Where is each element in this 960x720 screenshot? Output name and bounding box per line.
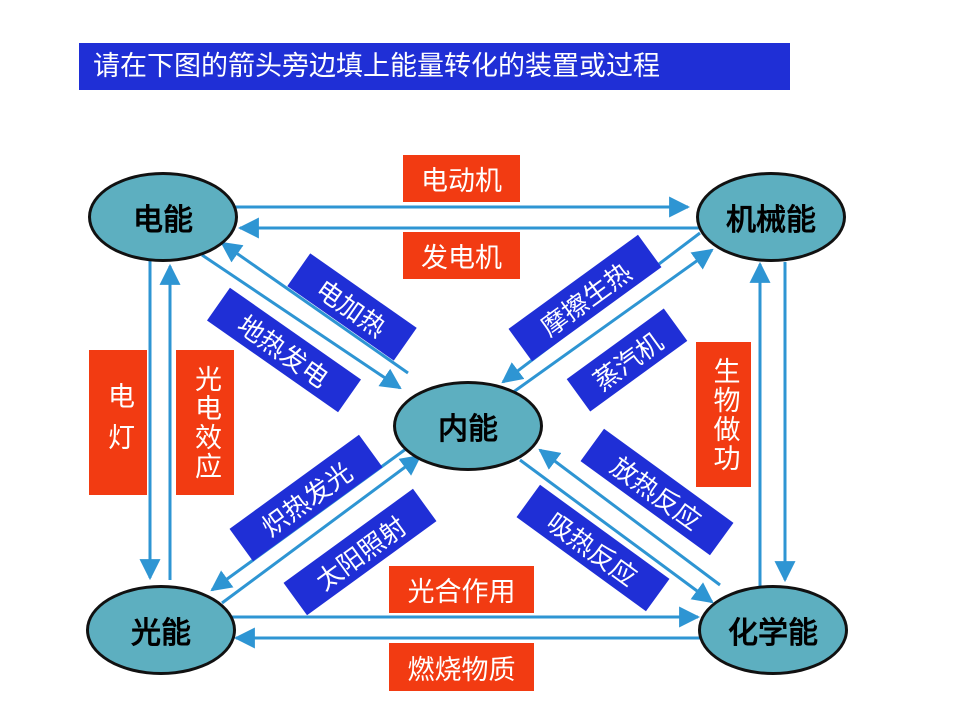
label-lamp-text: 电灯 bbox=[103, 381, 134, 464]
node-mechanical: 机械能 bbox=[696, 172, 846, 262]
label-lamp: 电灯 bbox=[89, 350, 147, 495]
label-bio-work-text: 生物做功 bbox=[708, 356, 740, 473]
label-bio-work: 生物做功 bbox=[696, 342, 751, 487]
arrow-chemical-to-internal bbox=[538, 448, 721, 587]
label-photoelectric: 光电效应 bbox=[176, 350, 234, 495]
label-generator: 发电机 bbox=[403, 232, 520, 279]
arrow-light-to-internal bbox=[221, 454, 422, 605]
label-motor: 电动机 bbox=[403, 155, 520, 202]
label-photoelectric-text: 光电效应 bbox=[190, 364, 221, 481]
arrow-electric-to-internal bbox=[201, 253, 402, 390]
node-internal: 内能 bbox=[393, 381, 543, 471]
node-chemical: 化学能 bbox=[698, 585, 848, 675]
node-light: 光能 bbox=[86, 585, 236, 675]
arrow-internal-to-chemical bbox=[519, 458, 714, 604]
label-burning: 燃烧物质 bbox=[389, 643, 534, 691]
label-photosynthesis: 光合作用 bbox=[389, 566, 534, 613]
page-title: 请在下图的箭头旁边填上能量转化的装置或过程 bbox=[79, 43, 790, 90]
arrow-internal-to-electric bbox=[220, 241, 409, 375]
node-electric: 电能 bbox=[88, 172, 238, 262]
arrow-internal-to-mechanical bbox=[511, 248, 714, 395]
